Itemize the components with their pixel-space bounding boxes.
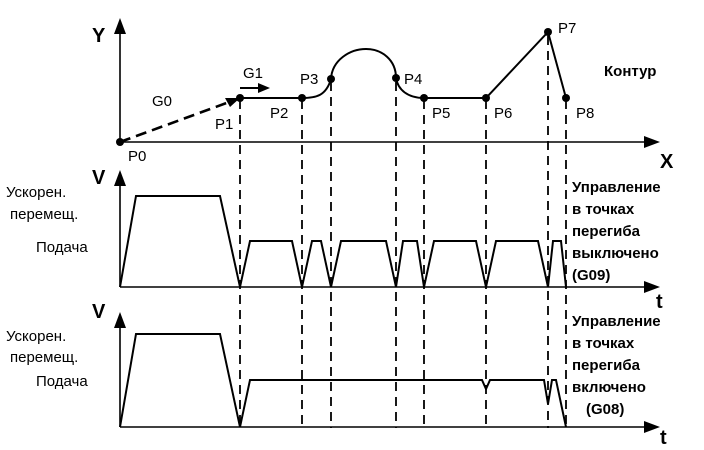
rapid-label-bottom-line2: перемещ. [10,349,78,366]
v-axis-bottom-arrow-icon [114,312,126,328]
rapid-label-top-line1: Ускорен. [6,184,66,201]
g1-arrow-icon [258,83,270,93]
g09-caption-line4: выключено [572,245,659,262]
t-axis-bottom-label: t [660,427,667,449]
x-axis-label: X [660,151,674,173]
t-axis-bottom-arrow-icon [644,421,660,433]
g08-caption-line1: Управление [572,313,661,330]
point-p3 [327,75,335,83]
point-label-p2: P2 [270,105,288,122]
g09-caption-line5: (G09) [572,267,610,284]
point-label-p8: P8 [576,105,594,122]
point-label-p7: P7 [558,20,576,37]
y-axis-label: Y [92,25,106,47]
v-axis-top-arrow-icon [114,170,126,186]
g08-caption-line3: перегиба [572,357,641,374]
g08-caption-line2: в точках [572,335,635,352]
point-guides [239,36,567,428]
feed-label-bottom: Подача [36,373,88,390]
point-p0 [116,138,124,146]
g09-caption-line3: перегиба [572,223,641,240]
point-label-p5: P5 [432,105,450,122]
v-axis-bottom-label: V [92,301,106,323]
point-p2 [298,94,306,102]
feed-label-top: Подача [36,239,88,256]
point-p6 [482,94,490,102]
g08-caption-line5: (G08) [586,401,624,418]
rapid-label-top-line2: перемещ. [10,206,78,223]
g0-label: G0 [152,93,172,110]
point-p5 [420,94,428,102]
y-axis-arrow-icon [114,18,126,34]
t-axis-top-label: t [656,291,663,313]
contour-panel: Y X G0 G1 P0 P1 P2 P3 P4 P5 P6 P7 P8 [92,18,674,173]
v-axis-top-label: V [92,167,106,189]
point-p8 [562,94,570,102]
g0-rapid-path [119,99,233,144]
contour-label: Контур [604,63,656,80]
speed-profile-g09 [119,195,567,288]
speed-panel-g08: V t Ускорен. перемещ. Подача Управление … [6,301,667,449]
g09-caption-line1: Управление [572,179,661,196]
point-label-p4: P4 [404,71,422,88]
point-label-p0: P0 [128,148,146,165]
point-label-p6: P6 [494,105,512,122]
point-p7 [544,28,552,36]
g08-caption-line4: включено [572,379,646,396]
point-p4 [392,74,400,82]
rapid-label-bottom-line1: Ускорен. [6,328,66,345]
x-axis-arrow-icon [644,136,660,148]
t-axis-top-arrow-icon [644,281,660,293]
speed-panel-g09: V t Ускорен. перемещ. Подача Управление … [6,167,663,313]
point-p1 [236,94,244,102]
g1-label: G1 [243,65,263,82]
speed-profile-g08 [119,333,567,428]
g0-arrow-icon [225,98,240,107]
contour-path [240,30,567,99]
point-label-p3: P3 [300,71,318,88]
point-label-p1: P1 [215,116,233,133]
g09-caption-line2: в точках [572,201,635,218]
